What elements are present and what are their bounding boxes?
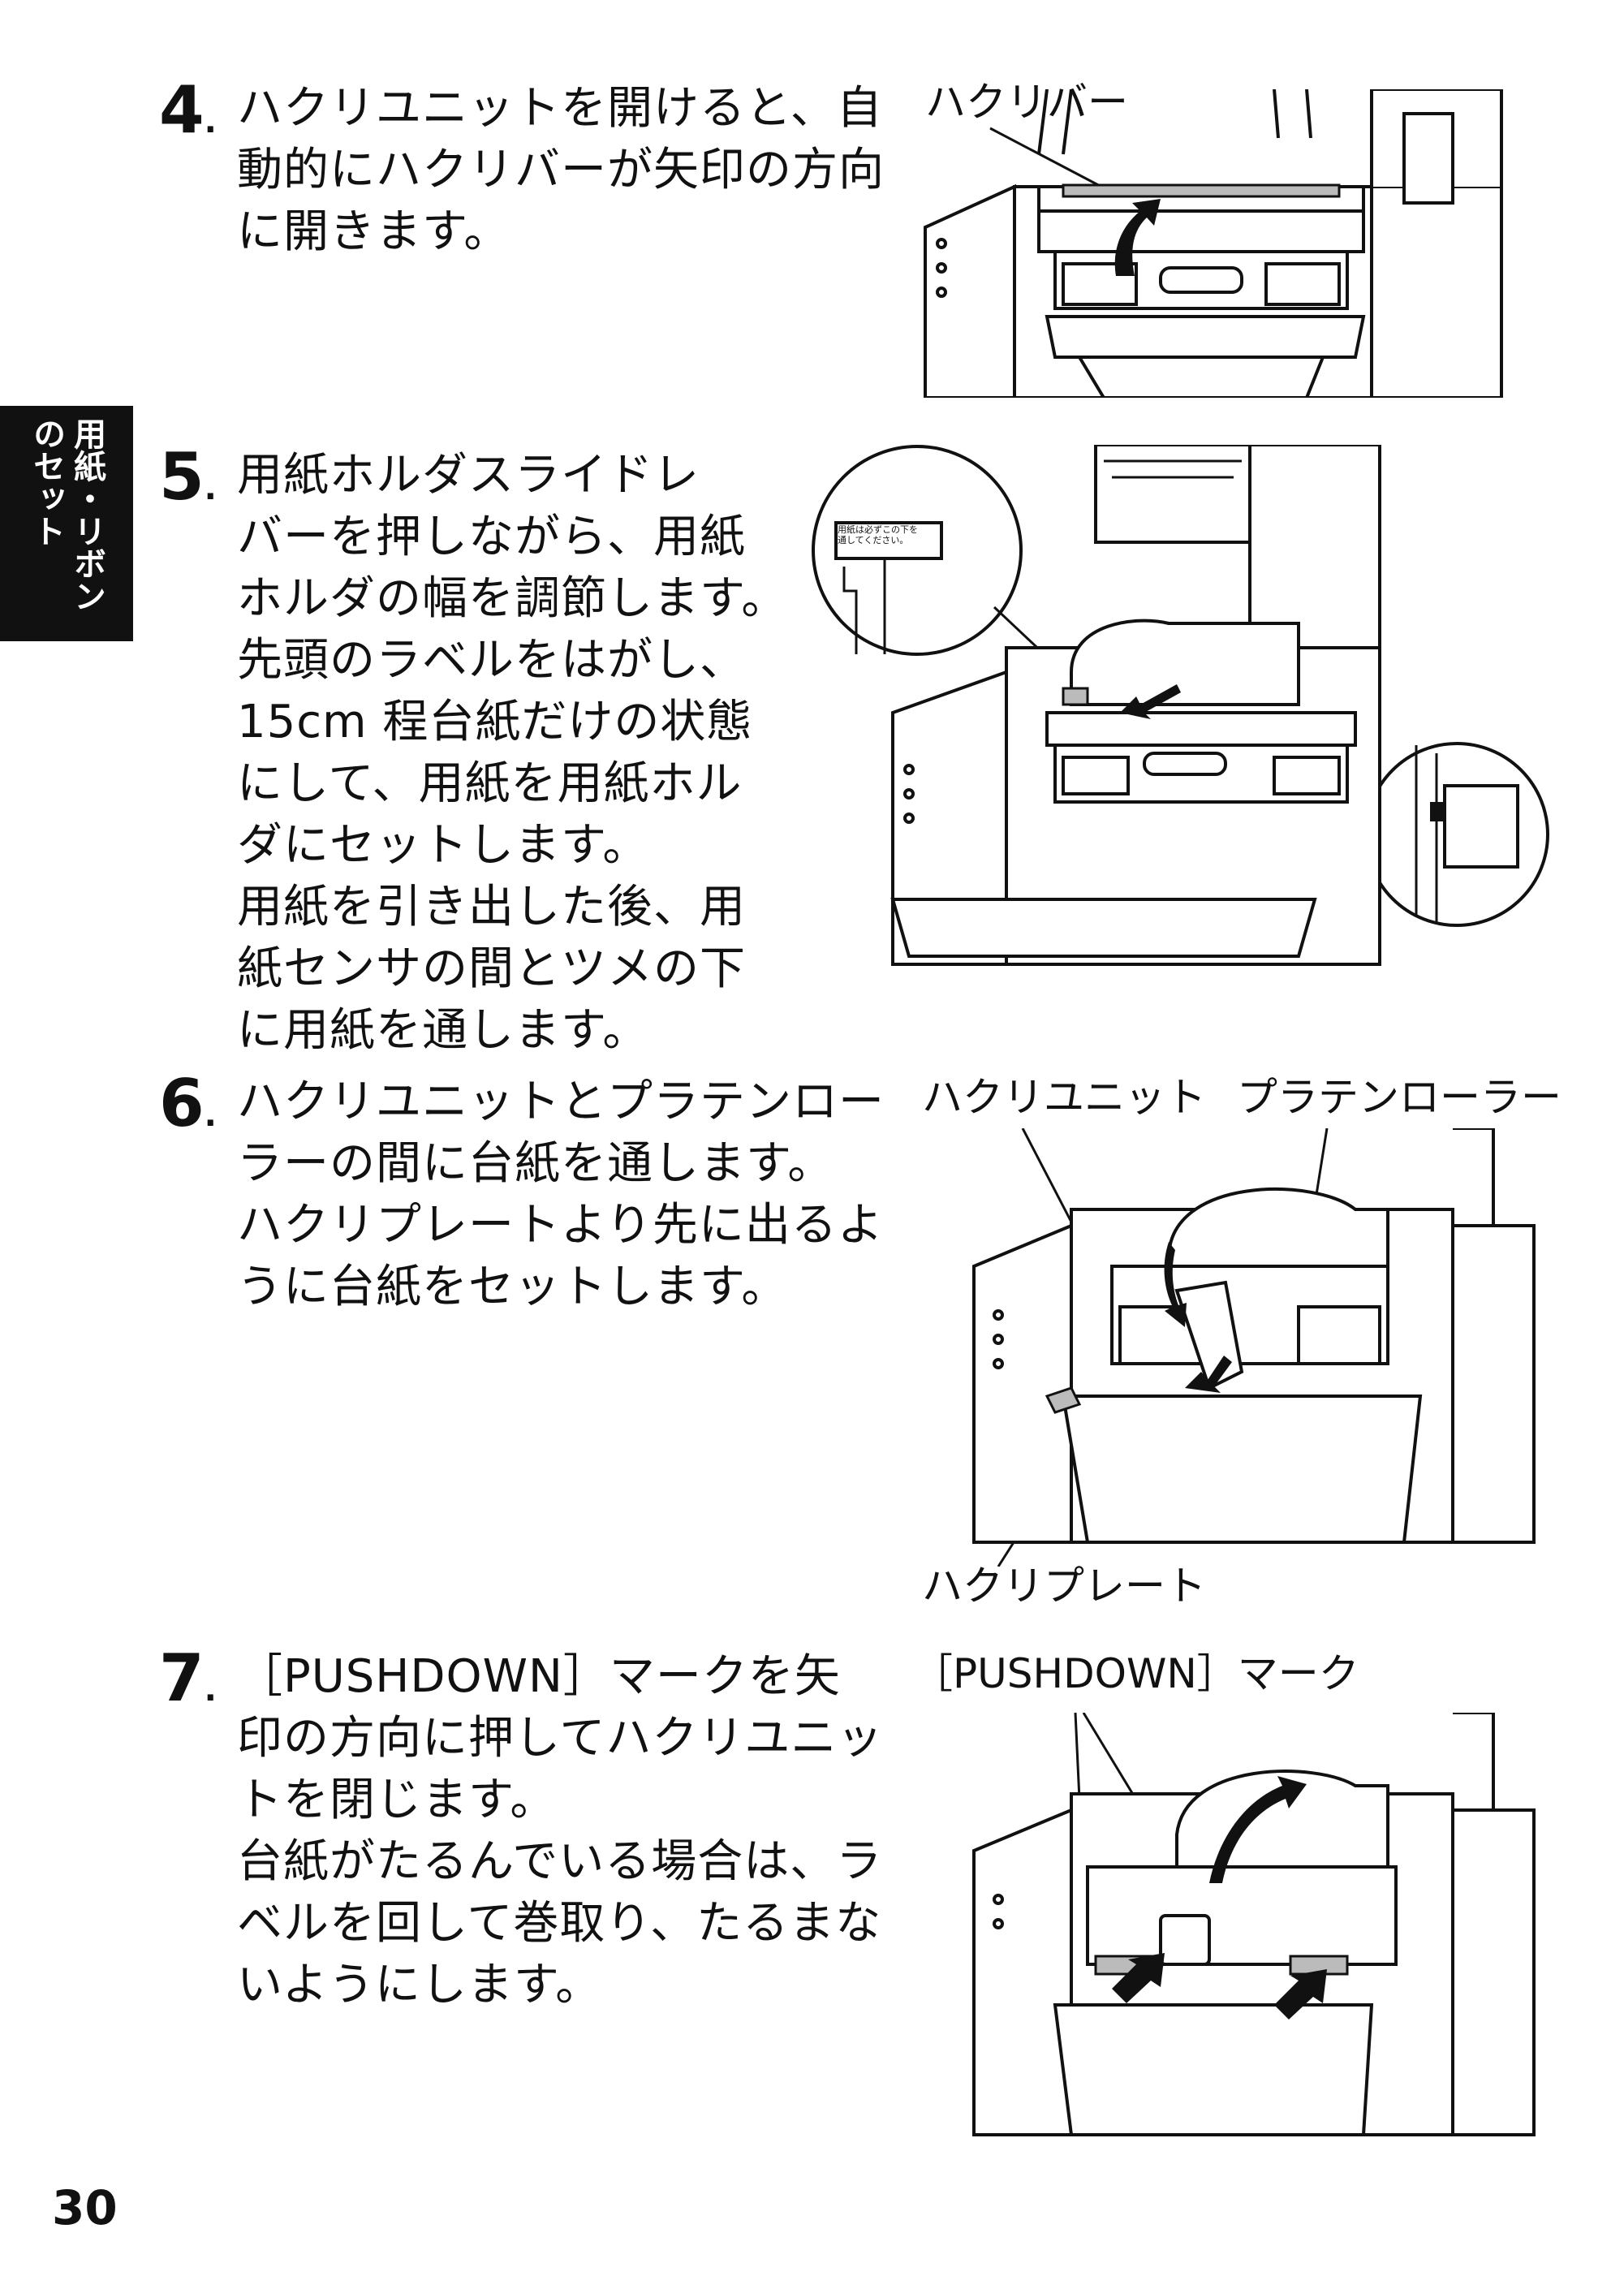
label-peel-unit: ハクリユニット xyxy=(922,1074,1206,1121)
figure-step-7-printer xyxy=(972,1713,1536,2136)
step-text: ハクリユニットを開けると、自 動的にハクリバーが矢印の方向 に開きます。 xyxy=(237,82,885,258)
step-text: ［PUSHDOWN］マークを矢 印の方向に押してハクリユニッ トを閉じます。 台… xyxy=(237,1650,884,2011)
step-number: 4. xyxy=(159,72,217,148)
label-platen-roller: プラテンローラー xyxy=(1237,1074,1562,1121)
figure-step-5-printer: 用紙は必ずこの下を 通してください。 xyxy=(812,445,1549,966)
figure-step-6-printer xyxy=(972,1128,1536,1567)
figure-step-4-printer xyxy=(924,89,1503,398)
section-tab-line-1: 用紙・リボン xyxy=(68,417,106,612)
page-number: 30 xyxy=(52,2180,118,2235)
step-text: 用紙ホルダスライドレ バーを押しながら、用紙 ホルダの幅を調節します。 先頭のラ… xyxy=(237,449,788,1057)
label-peel-bar: ハクリバー xyxy=(925,79,1128,126)
step-number: 6. xyxy=(159,1066,217,1141)
step-number: 7. xyxy=(159,1640,217,1716)
paper-sticker-text: 用紙は必ずこの下を 通してください。 xyxy=(838,524,918,545)
label-peel-plate: ハクリプレート xyxy=(922,1563,1206,1610)
step-number: 5. xyxy=(159,439,217,515)
section-tab: 用紙・リボン のセット xyxy=(0,406,133,641)
section-tab-line-2: のセット xyxy=(28,417,65,547)
step-text: ハクリユニットとプラテンロー ラーの間に台紙を通します。 ハクリプレートより先に… xyxy=(237,1076,885,1313)
label-pushdown-mark: ［PUSHDOWN］マーク xyxy=(912,1650,1359,1697)
